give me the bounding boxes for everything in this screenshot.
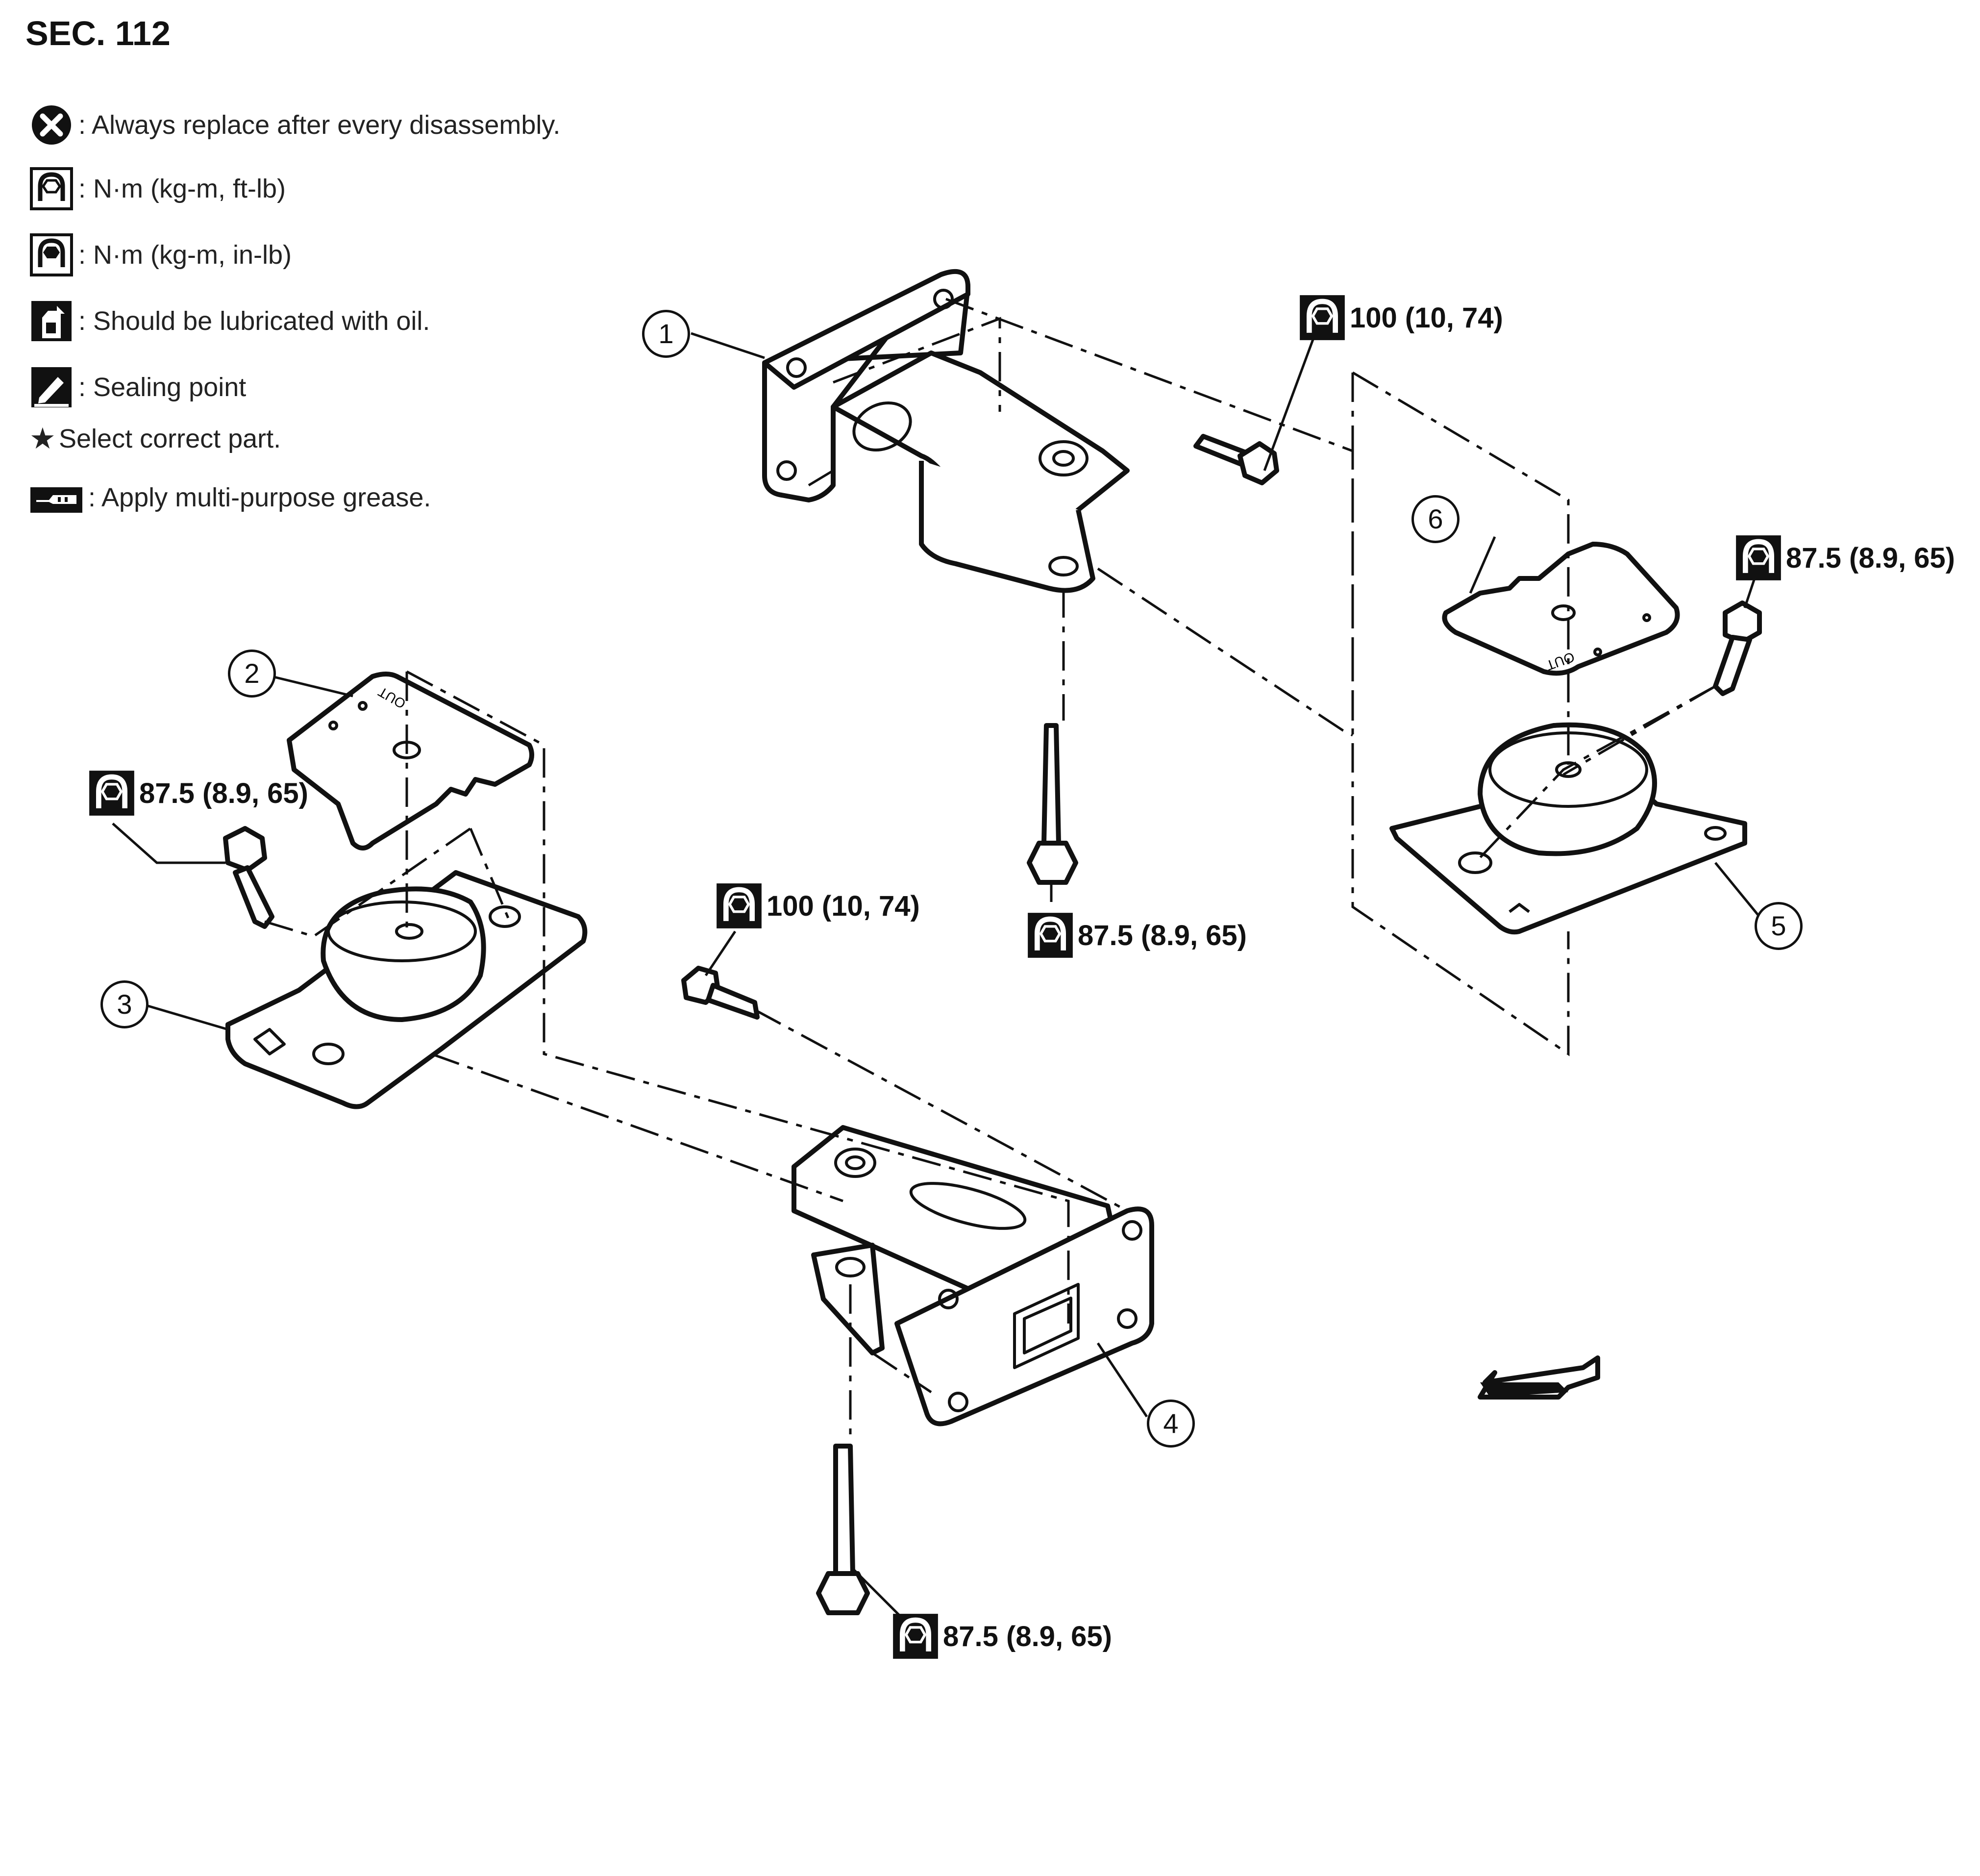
torque-label: 87.5 (8.9, 65) (1027, 912, 1247, 959)
callout-4: 4 (1147, 1400, 1195, 1448)
bolt-left-inclined (223, 826, 274, 929)
torque-value: 100 (10, 74) (767, 890, 920, 922)
torque-label: 100 (10, 74) (1299, 294, 1503, 341)
callout-6: 6 (1411, 495, 1460, 543)
torque-wrench-icon (89, 771, 134, 816)
torque-label: 87.5 (8.9, 65) (1735, 534, 1955, 581)
torque-value: 87.5 (8.9, 65) (139, 777, 308, 809)
oil-can-icon (31, 301, 72, 341)
engine-mount-insulator-rh (1389, 722, 1747, 935)
torque-value: 100 (10, 74) (1350, 301, 1503, 334)
assembly-centerlines (264, 298, 1716, 1441)
torque-value: 87.5 (8.9, 65) (1078, 919, 1247, 951)
callout-1: 1 (642, 310, 690, 358)
torque-value: 87.5 (8.9, 65) (943, 1620, 1112, 1652)
engine-mount-bracket-rh (792, 1125, 1154, 1426)
legend-text: : N·m (kg-m, ft-lb) (78, 174, 286, 203)
legend-text: : Apply multi-purpose grease. (88, 483, 431, 512)
legend-row-torque-ft-lb: : N·m (kg-m, ft-lb) (29, 167, 286, 211)
torque-wrench-icon (1736, 535, 1781, 580)
symbol-legend: : Always replace after every disassembly… (29, 98, 667, 539)
bolt-bottom-vertical (816, 1444, 870, 1615)
callout-2: 2 (228, 650, 276, 698)
callout-3: 3 (100, 980, 148, 1028)
legend-row-grease: : Apply multi-purpose grease. (29, 480, 431, 515)
grease-icon (30, 487, 82, 513)
torque-wrench-icon (717, 883, 762, 928)
bolt-lower-horizontal (681, 966, 760, 1020)
torque-value: 87.5 (8.9, 65) (1786, 542, 1955, 574)
legend-row-torque-in-lb: : N·m (kg-m, in-lb) (29, 233, 292, 277)
legend-row-replace: : Always replace after every disassembly… (29, 103, 560, 147)
legend-row-star: ★ Select correct part. (29, 422, 281, 456)
legend-text: : N·m (kg-m, in-lb) (78, 240, 292, 270)
callout-5: 5 (1755, 902, 1803, 950)
torque-in-lb-icon (30, 233, 73, 276)
insulator-heat-shield-lh: OUT (287, 672, 534, 850)
torque-wrench-icon (893, 1614, 938, 1659)
section-title: SEC. 112 (25, 14, 171, 52)
replace-icon (32, 105, 71, 145)
engine-mount-bracket-lh (762, 269, 1130, 593)
legend-text: : Sealing point (78, 373, 247, 402)
bolt-center-vertical (1027, 723, 1078, 885)
leader-lines (112, 332, 1760, 1624)
legend-text: Select correct part. (59, 424, 281, 453)
torque-wrench-icon (1028, 913, 1073, 958)
torque-label: 87.5 (8.9, 65) (88, 770, 308, 817)
legend-row-sealing: : Sealing point (29, 365, 246, 409)
legend-row-oil: : Should be lubricated with oil. (29, 299, 430, 343)
torque-wrench-icon (1300, 295, 1345, 340)
torque-ft-lb-icon (30, 167, 73, 210)
torque-label: 87.5 (8.9, 65) (892, 1613, 1112, 1660)
torque-label: 100 (10, 74) (716, 882, 920, 929)
bolt-upper-horizontal (1193, 434, 1279, 485)
star-icon: ★ (29, 422, 56, 455)
legend-text: : Always replace after every disassembly… (78, 110, 561, 140)
front-arrow-icon (1478, 1355, 1600, 1400)
insulator-heat-shield-rh: OUT (1442, 542, 1680, 676)
legend-text: : Should be lubricated with oil. (78, 306, 430, 336)
sealing-icon (31, 367, 72, 407)
bolt-right-inclined (1713, 600, 1762, 696)
engine-mount-insulator-lh (225, 870, 588, 1109)
